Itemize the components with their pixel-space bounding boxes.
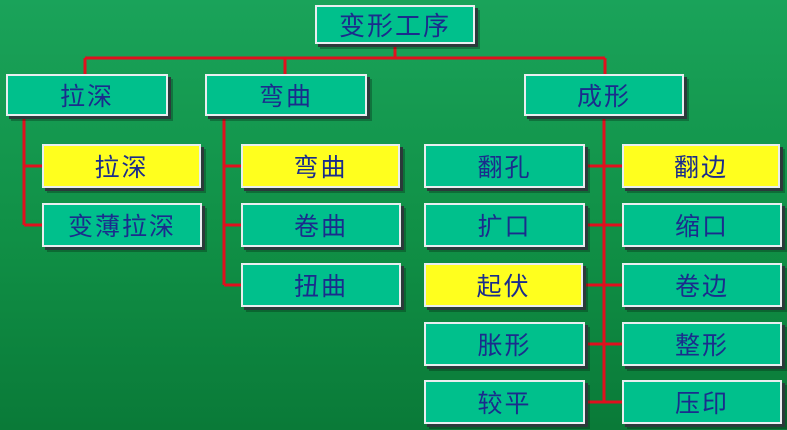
node-thinning-drawing: 变薄拉深 [42, 203, 202, 247]
node-twisting: 扭曲 [241, 263, 401, 307]
node-bending: 弯曲 [241, 144, 400, 188]
node-drawing-deep: 拉深 [42, 144, 201, 188]
node-flanging: 翻边 [622, 144, 780, 188]
node-edge-curling: 卷边 [622, 263, 782, 307]
node-curling: 卷曲 [241, 203, 401, 247]
category-bending: 弯曲 [205, 74, 367, 116]
category-forming: 成形 [524, 74, 684, 116]
node-sizing: 整形 [622, 322, 782, 366]
node-hole-flanging: 翻孔 [424, 144, 585, 188]
node-flaring: 扩口 [424, 203, 585, 247]
root-node: 变形工序 [315, 5, 475, 44]
node-bulging: 胀形 [424, 322, 585, 366]
node-coining: 压印 [622, 380, 782, 424]
node-necking: 缩口 [622, 203, 782, 247]
node-flattening: 较平 [424, 380, 585, 424]
node-embossing: 起伏 [424, 263, 583, 307]
category-drawing: 拉深 [6, 74, 168, 116]
